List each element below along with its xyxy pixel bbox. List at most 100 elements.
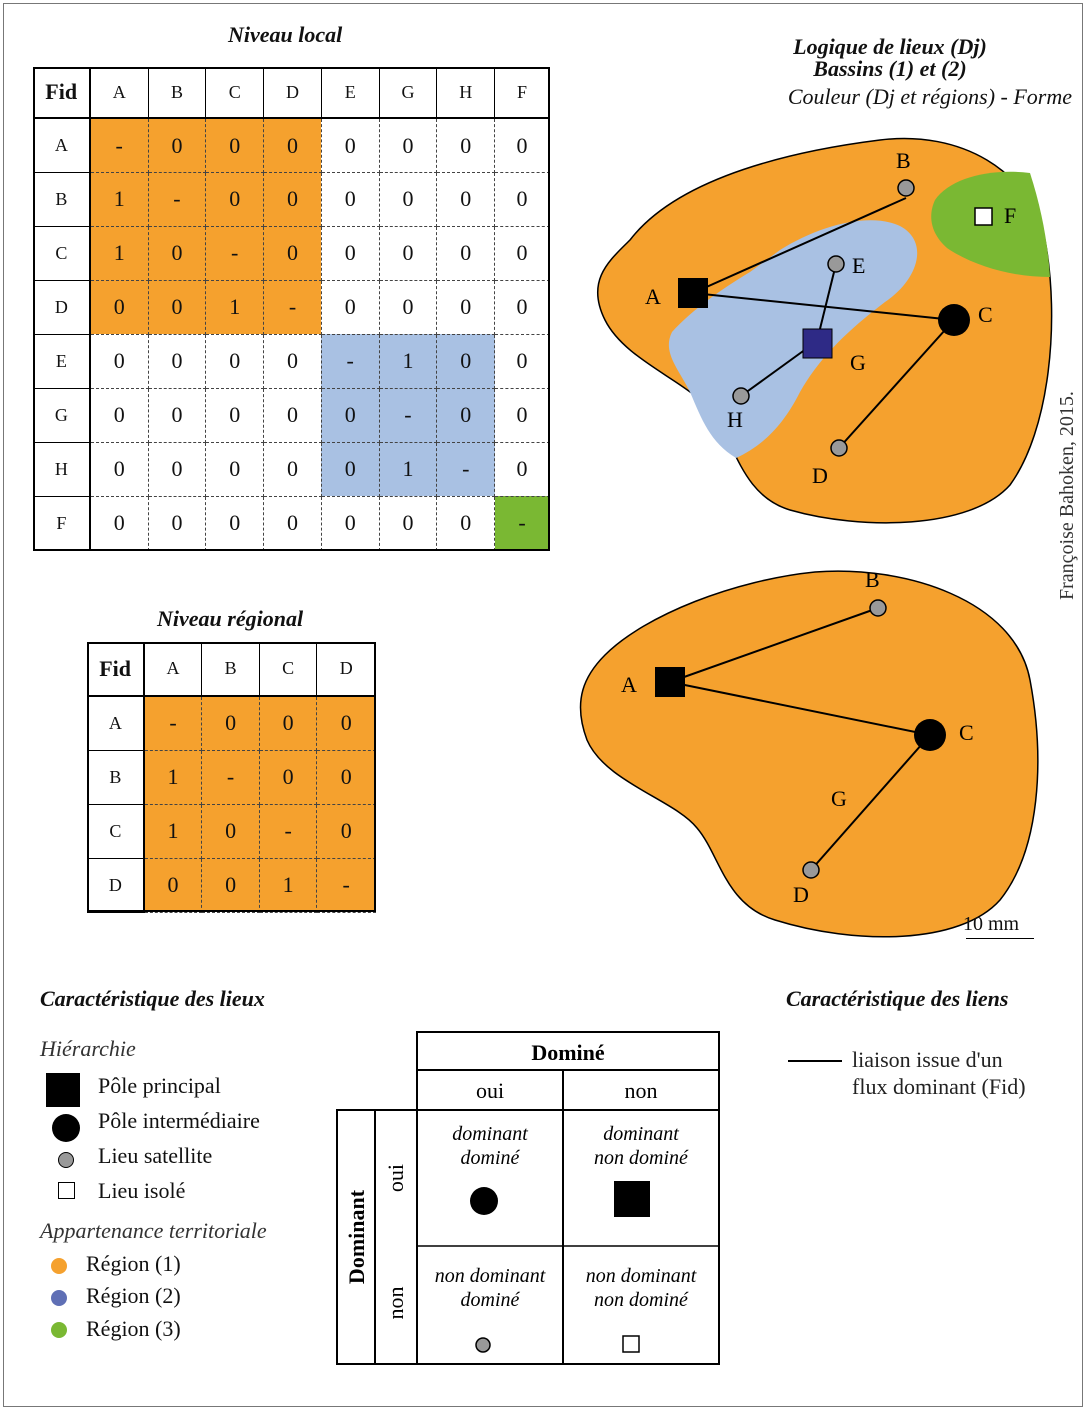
matrix-cell: 0: [316, 803, 376, 859]
matrix-cell: 0: [147, 117, 207, 173]
cell-22-isolated-icon: [622, 1335, 640, 1353]
matrix-row-oui: oui: [383, 1164, 408, 1192]
matrix-cell: 0: [205, 171, 265, 227]
legend-hier-1: Pôle principal: [98, 1073, 221, 1098]
node-A-square-2: [655, 667, 685, 697]
dominance-matrix: Dominé oui non Dominant oui non dominant…: [336, 1031, 720, 1365]
column-header-F: F: [494, 67, 550, 120]
pole-intermediaire-icon: [52, 1114, 80, 1142]
cell-22-b: non dominé: [594, 1289, 689, 1311]
matrix-cell: 0: [320, 225, 380, 281]
legend-region-2: Région (2): [86, 1283, 181, 1308]
matrix-cell: 0: [147, 441, 207, 497]
row-header-C: C: [32, 225, 91, 281]
matrix-cell: 1: [143, 749, 203, 805]
matrix-cell: 0: [378, 171, 438, 227]
region-2-shape: [668, 220, 918, 458]
matrix-cell: 0: [436, 333, 496, 389]
cell-11-a: dominant: [452, 1123, 528, 1145]
label-F: F: [1004, 203, 1016, 228]
column-header-B: B: [147, 67, 207, 120]
lieu-satellite-icon: [58, 1152, 74, 1168]
label-B: B: [896, 148, 911, 173]
matrix-col-non: non: [625, 1078, 658, 1103]
node-G-square: [802, 328, 833, 359]
matrix-cell: 0: [320, 441, 380, 497]
matrix-cell: 0: [436, 279, 496, 335]
label-H: H: [727, 407, 743, 432]
row-header-E: E: [32, 333, 91, 389]
matrix-cell: 0: [205, 441, 265, 497]
cell-12-square-icon: [614, 1181, 650, 1217]
matrix-cell: -: [316, 857, 376, 913]
label-A: A: [645, 284, 661, 309]
node-F-square: [974, 207, 993, 226]
column-header-A: A: [89, 67, 149, 120]
matrix-cell: 0: [89, 495, 149, 552]
node-B-circle-2: [869, 599, 887, 617]
label-E: E: [852, 253, 865, 278]
matrix-domine-label: Dominé: [531, 1040, 605, 1065]
row-header-B: B: [86, 749, 145, 805]
matrix-cell: -: [143, 695, 203, 751]
region-1-dot-icon: [51, 1258, 67, 1274]
matrix-cell: 0: [205, 495, 265, 552]
matrix-cell: -: [263, 279, 322, 335]
map-title: Logique de lieux (Dj) Bassins (1) et (2): [700, 36, 1080, 80]
map-title-line2: Bassins (1) et (2): [813, 56, 967, 81]
scale-label: 10 mm: [963, 913, 1020, 935]
pole-principal-icon: [46, 1073, 80, 1107]
legend-hier-title: Hiérarchie: [40, 1036, 136, 1061]
legend-hier-4: Lieu isolé: [98, 1178, 186, 1203]
cell-22-a: non dominant: [586, 1265, 697, 1287]
matrix-cell: 0: [263, 171, 322, 227]
label-A-2: A: [621, 672, 637, 697]
matrix-cell: 0: [378, 225, 438, 281]
matrix-cell: 0: [316, 695, 376, 751]
matrix-cell: 0: [436, 117, 496, 173]
legend-links-line2: flux dominant (Fid): [852, 1074, 1026, 1099]
region-2-dot-icon: [51, 1290, 67, 1306]
matrix-cell: 0: [494, 171, 550, 227]
matrix-cell: -: [494, 495, 550, 552]
cell-21-satellite-icon: [475, 1337, 491, 1353]
matrix-cell: 0: [89, 333, 149, 389]
matrix-cell: 0: [205, 387, 265, 443]
matrix-cell: 0: [320, 495, 380, 552]
map-title-line1: Logique de lieux (Dj): [793, 34, 987, 59]
matrix-cell: 0: [147, 333, 207, 389]
legend-region-1: Région (1): [86, 1251, 181, 1276]
matrix-col-oui: oui: [476, 1078, 504, 1103]
matrix-cell: 0: [147, 225, 207, 281]
matrix-cell: 0: [263, 387, 322, 443]
credit-text: Françoise Bahoken, 2015.: [1056, 391, 1078, 600]
legend-links-line1: liaison issue d'un: [852, 1047, 1003, 1072]
matrix-cell: 0: [494, 117, 550, 173]
matrix-cell: 0: [494, 441, 550, 497]
column-header-H: H: [436, 67, 496, 120]
node-B-circle: [897, 179, 915, 197]
scale-bar: [966, 938, 1034, 939]
matrix-cell: 1: [143, 803, 203, 859]
matrix-cell: 0: [436, 171, 496, 227]
label-B-2: B: [865, 567, 880, 592]
matrix-cell: 1: [378, 441, 438, 497]
cell-12-a: dominant: [603, 1123, 679, 1145]
matrix-cell: -: [89, 117, 149, 173]
matrix-cell: 0: [143, 857, 203, 913]
matrix-cell: -: [201, 749, 260, 805]
matrix-cell: -: [378, 387, 438, 443]
matrix-cell: 1: [378, 333, 438, 389]
matrix-cell: 0: [147, 387, 207, 443]
link-line-icon: [788, 1060, 842, 1062]
column-header-D: D: [316, 642, 376, 697]
matrix-cell: 0: [201, 695, 260, 751]
matrix-cell: 0: [147, 495, 207, 552]
row-header-F: F: [32, 495, 91, 552]
